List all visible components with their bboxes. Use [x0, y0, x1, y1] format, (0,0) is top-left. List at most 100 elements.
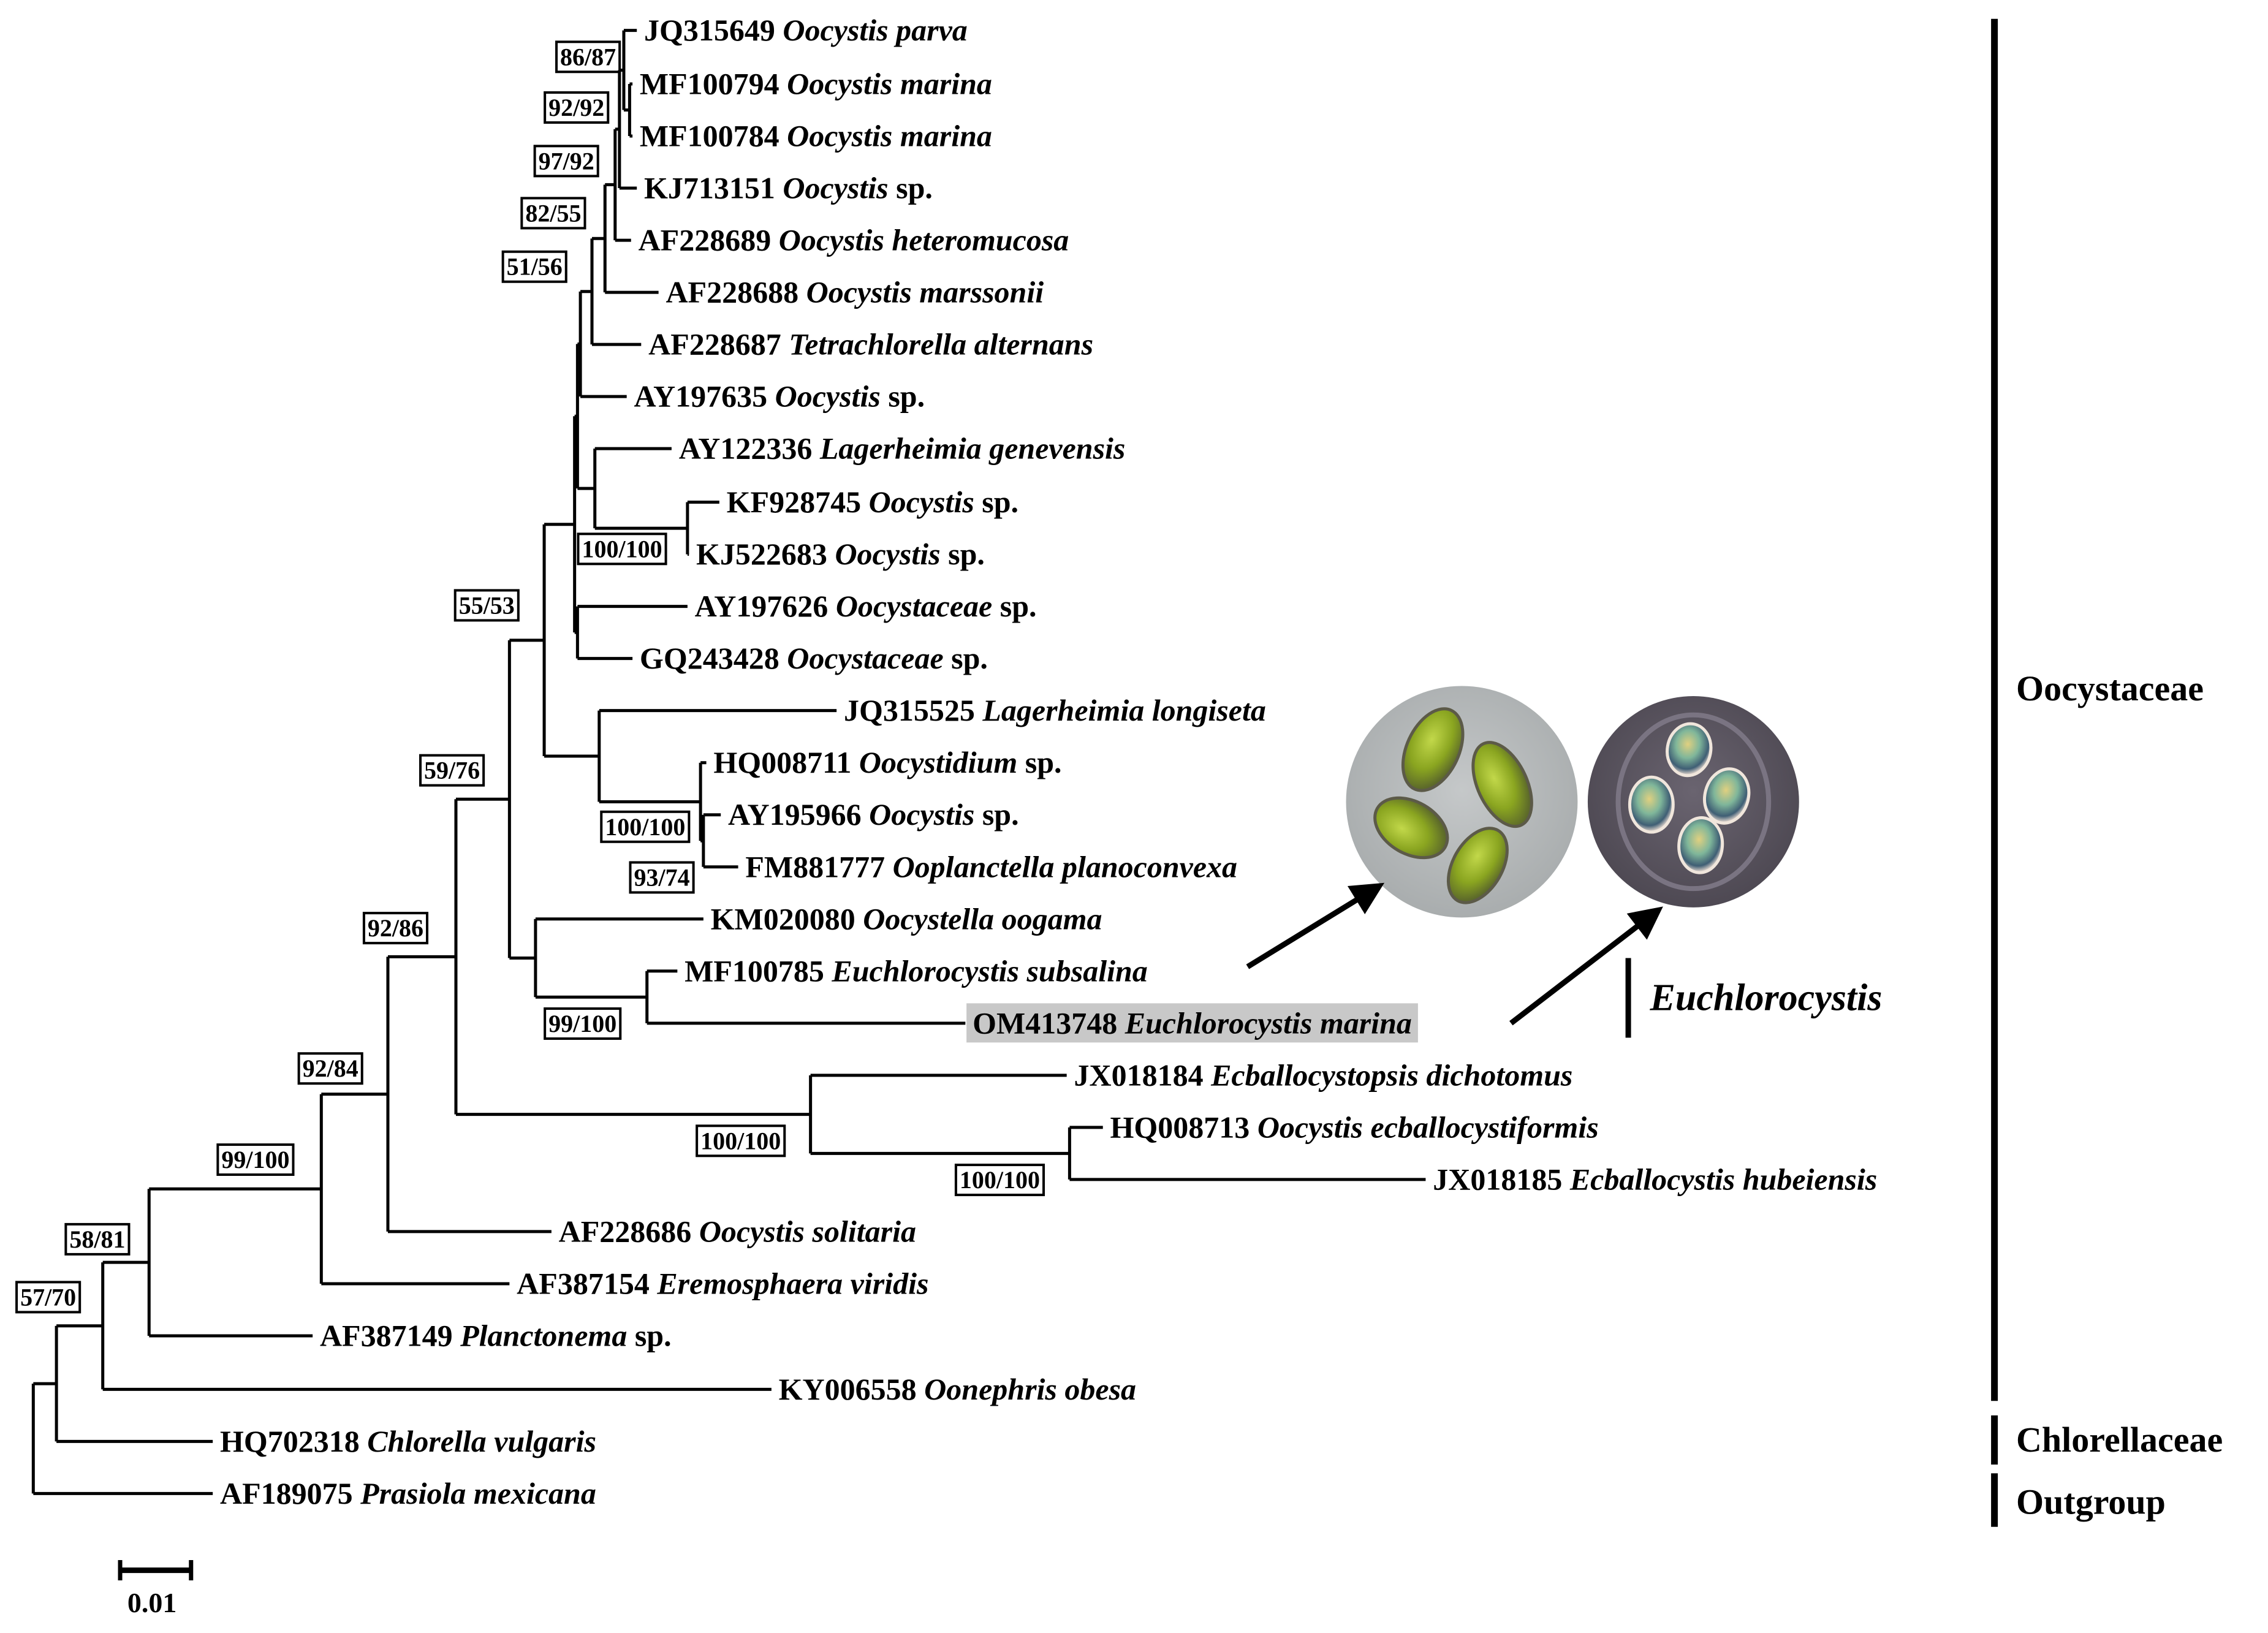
support-box-border	[577, 532, 667, 566]
accession-number: JX018185	[1433, 1162, 1570, 1196]
species-name: Oocystis marina	[787, 67, 992, 101]
taxon-label: AY195966 Oocystis sp.	[728, 797, 1019, 832]
species-suffix: sp.	[974, 485, 1018, 519]
taxon-label: JQ315649 Oocystis parva	[644, 13, 968, 47]
accession-number: MF100794	[640, 67, 787, 101]
support-value-box: 92/86	[362, 912, 429, 945]
accession-number: AF189075	[220, 1476, 360, 1510]
accession-number: KF928745	[727, 485, 869, 519]
accession-number: MF100785	[685, 953, 832, 988]
taxon-label: AY197626 Oocystaceae sp.	[695, 589, 1037, 623]
support-value: 99/100	[221, 1146, 289, 1173]
species-suffix: sp.	[889, 171, 933, 205]
species-name: Oocystis parva	[783, 13, 967, 47]
accession-number: HQ008713	[1110, 1110, 1257, 1144]
species-suffix: sp.	[992, 589, 1036, 623]
accession-number: AF387149	[320, 1319, 460, 1353]
species-name: Oocystidium	[859, 745, 1017, 779]
accession-number: AF228689	[639, 223, 779, 257]
support-value: 97/92	[539, 147, 594, 175]
algal-cell	[1446, 827, 1509, 904]
taxon-label: AF228689 Oocystis heteromucosa	[639, 223, 1069, 257]
support-value: 93/74	[634, 863, 689, 891]
support-values: 86/8792/9297/9282/5551/56100/10055/53100…	[15, 40, 1045, 1314]
micrograph-background	[1587, 696, 1799, 907]
support-value-box: 100/100	[696, 1124, 786, 1157]
clade-label: Outgroup	[2016, 1482, 2166, 1521]
species-name: Oocystis marssonii	[806, 275, 1044, 309]
support-value-box: 97/92	[533, 145, 599, 178]
species-name: Ecballocystopsis dichotomus	[1210, 1058, 1572, 1092]
taxon-label: KJ522683 Oocystis sp.	[696, 537, 985, 571]
support-box-border	[544, 91, 610, 124]
taxon-label: AF189075 Prasiola mexicana	[220, 1476, 596, 1510]
accession-number: KM020080	[711, 901, 863, 936]
taxon-label: KJ713151 Oocystis sp.	[644, 171, 933, 205]
taxon-label: OM413748 Euchlorocystis marina	[973, 1006, 1412, 1040]
species-name: Tetrachlorella alternans	[789, 327, 1093, 362]
support-value-box: 86/87	[555, 40, 621, 74]
taxon-label: MF100785 Euchlorocystis subsalina	[685, 953, 1148, 988]
support-value-box: 57/70	[15, 1281, 82, 1314]
support-value-box: 55/53	[453, 589, 520, 622]
species-name: Oocystis ecballocystiformis	[1257, 1110, 1599, 1144]
support-box-border	[600, 810, 691, 843]
species-name: Lagerheimia longiseta	[982, 693, 1266, 727]
algal-cell	[1677, 816, 1724, 874]
species-suffix: sp.	[627, 1319, 671, 1353]
species-name: Oocystis	[775, 379, 881, 414]
support-value: 92/84	[303, 1055, 358, 1082]
support-value: 100/100	[582, 535, 662, 563]
support-value-box: 92/84	[297, 1052, 363, 1085]
taxon-label: KY006558 Oonephris obesa	[779, 1372, 1136, 1406]
species-name: Planctonema	[460, 1319, 627, 1353]
accession-number: OM413748	[973, 1006, 1125, 1040]
clade-label: Oocystaceae	[2016, 669, 2204, 708]
accession-number: KJ522683	[696, 537, 835, 571]
taxon-label: AF387154 Eremosphaera viridis	[517, 1266, 928, 1300]
support-value-box: 92/92	[544, 91, 610, 124]
support-value-box: 58/81	[64, 1222, 131, 1256]
taxon-label: FM881777 Ooplanctella planoconvexa	[745, 849, 1237, 884]
support-box-border	[954, 1164, 1045, 1197]
support-box-border	[297, 1052, 363, 1085]
species-name: Euchlorocystis subsalina	[831, 953, 1147, 988]
algal-cell	[1401, 707, 1465, 792]
taxon-label: HQ008711 Oocystidium sp.	[713, 745, 1061, 779]
species-name: Ecballocystis hubeiensis	[1569, 1162, 1877, 1196]
highlight-layer	[966, 1003, 1418, 1043]
support-box-border	[696, 1124, 786, 1157]
species-name: Oocystis solitaria	[699, 1214, 916, 1248]
species-name: Oocystis	[869, 485, 974, 519]
mother-cell-wall	[1615, 712, 1772, 892]
species-name: Oocystella oogama	[863, 901, 1102, 936]
accession-number: HQ008711	[713, 745, 859, 779]
accession-number: KY006558	[779, 1372, 925, 1406]
support-value: 100/100	[605, 813, 685, 841]
taxon-label: AF228688 Oocystis marssonii	[666, 275, 1044, 309]
taxon-label: MF100784 Oocystis marina	[640, 119, 992, 153]
species-name: Oocystis marina	[787, 119, 992, 153]
support-value-box: 99/100	[544, 1007, 622, 1040]
support-box-border	[15, 1281, 82, 1314]
support-box-border	[453, 589, 520, 622]
taxon-label: MF100794 Oocystis marina	[640, 67, 992, 101]
species-name: Oonephris obesa	[924, 1372, 1136, 1406]
species-name: Chlorella vulgaris	[367, 1424, 596, 1458]
taxon-label: GQ243428 Oocystaceae sp.	[640, 641, 988, 675]
support-value: 92/86	[368, 914, 423, 942]
taxon-label: JX018185 Ecballocystis hubeiensis	[1433, 1162, 1877, 1196]
accession-number: AF228686	[559, 1214, 699, 1248]
support-value: 82/55	[525, 199, 581, 227]
taxon-label: AY122336 Lagerheimia genevensis	[679, 431, 1126, 466]
support-value: 99/100	[548, 1010, 616, 1037]
species-name: Lagerheimia genevensis	[819, 431, 1126, 466]
accession-number: AY197635	[634, 379, 775, 414]
species-name: Euchlorocystis marina	[1125, 1006, 1412, 1040]
species-name: Oocystaceae	[787, 641, 943, 675]
accession-number: AF228687	[648, 327, 789, 362]
accession-number: HQ702318	[220, 1424, 367, 1458]
taxon-label: KF928745 Oocystis sp.	[727, 485, 1018, 519]
micrograph-background	[1346, 686, 1578, 918]
support-box-border	[555, 40, 621, 74]
